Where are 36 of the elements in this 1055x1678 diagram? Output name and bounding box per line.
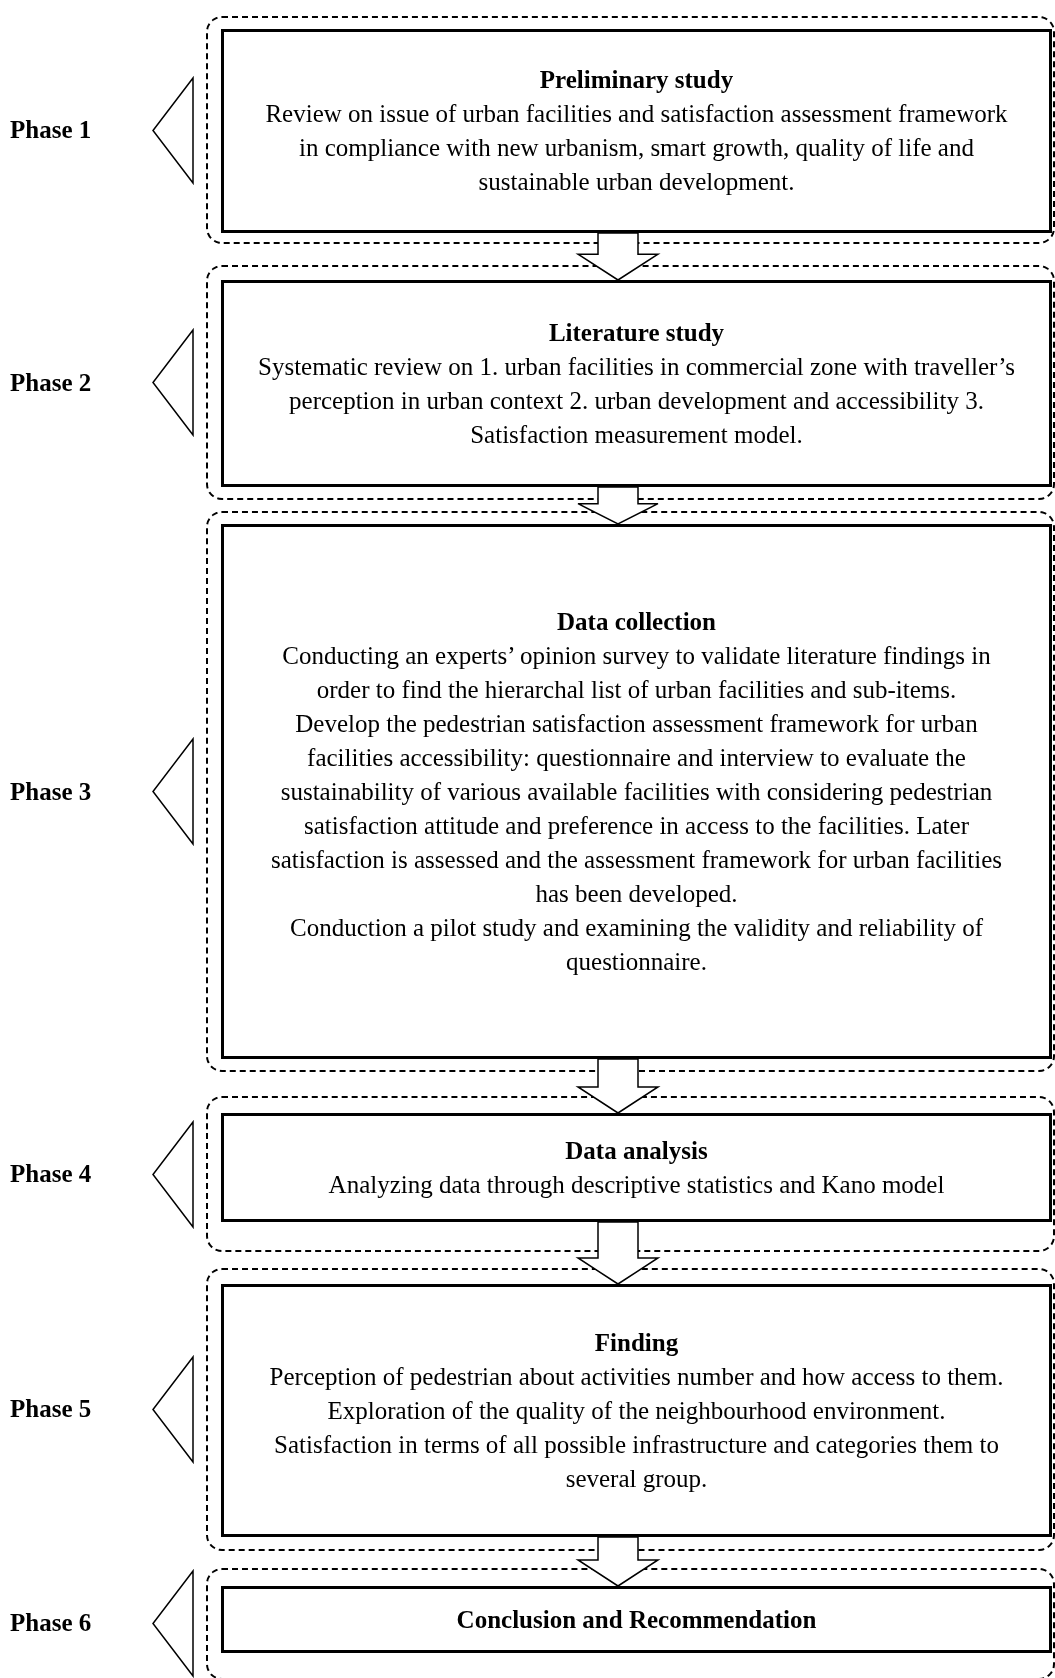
pointer-triangle [152,1121,194,1228]
box-text: Systematic review on 1. urban facilities in commercial zone with traveller’s perception in urban context 2. urban development and accessibility 3. Satisfaction measurement model. [258,351,1015,450]
pointer-triangle [152,329,194,436]
process-box [221,1586,1052,1653]
box-text: Satisfaction in terms of all possible infrastructure and categories them to several group. [273,1429,1000,1494]
box-heading: Preliminary study [539,65,734,95]
phase-frame [206,1096,1055,1252]
block-arrow [575,1536,661,1587]
pointer-triangle [152,77,194,184]
box-heading: Data analysis [565,1135,708,1166]
phase-label: Phase 2 [10,368,92,398]
box-text: Conducting an experts’ opinion survey to validate literature findings in order to find the hierarchal list of urban facilities and sub-items. [281,640,992,705]
phase-label: Phase 5 [10,1394,92,1424]
box-text: Analyzing data through descriptive statistics and Kano model [328,1169,945,1200]
phase-label: Phase 6 [10,1608,92,1638]
pointer-triangle [152,1356,194,1463]
block-arrow [577,486,659,525]
box-text: Perception of pedestrian about activities number and how access to them. [269,1361,1004,1392]
phase-frame [206,1568,1055,1678]
block-arrow [575,1221,661,1285]
phase-label: Phase 3 [10,777,92,807]
block-arrow [575,232,661,281]
pointer-triangle [152,738,194,845]
box-heading: Literature study [548,317,725,348]
phase-label: Phase 4 [10,1159,92,1189]
box-text: Exploration of the quality of the neighbourhood environment. [327,1395,946,1426]
box-heading: Finding [594,1327,679,1358]
process-box [221,1113,1052,1222]
box-text: Develop the pedestrian satisfaction assessment framework for urban facilities accessibility: questionnaire and interview to evaluate the sustainability of various available facilities with considering pedestrian satisfaction attitude and preference in access to the facilities. Later satisfaction is assessed and the assessment framework for urban facilities has been developed. [270,708,1003,909]
box-text: Review on issue of urban facilities and satisfaction assessment framework in compliance with new urbanism, smart growth, quality of life and sustainable urban development. [264,99,1009,197]
phase-label: Phase 1 [10,115,92,145]
pointer-triangle [152,1570,194,1677]
box-heading: Data collection [557,606,716,637]
box-heading: Conclusion and Recommendation [456,1604,817,1635]
box-text: Conduction a pilot study and examining the validity and reliability of questionnaire. [289,912,984,977]
block-arrow [575,1058,661,1114]
